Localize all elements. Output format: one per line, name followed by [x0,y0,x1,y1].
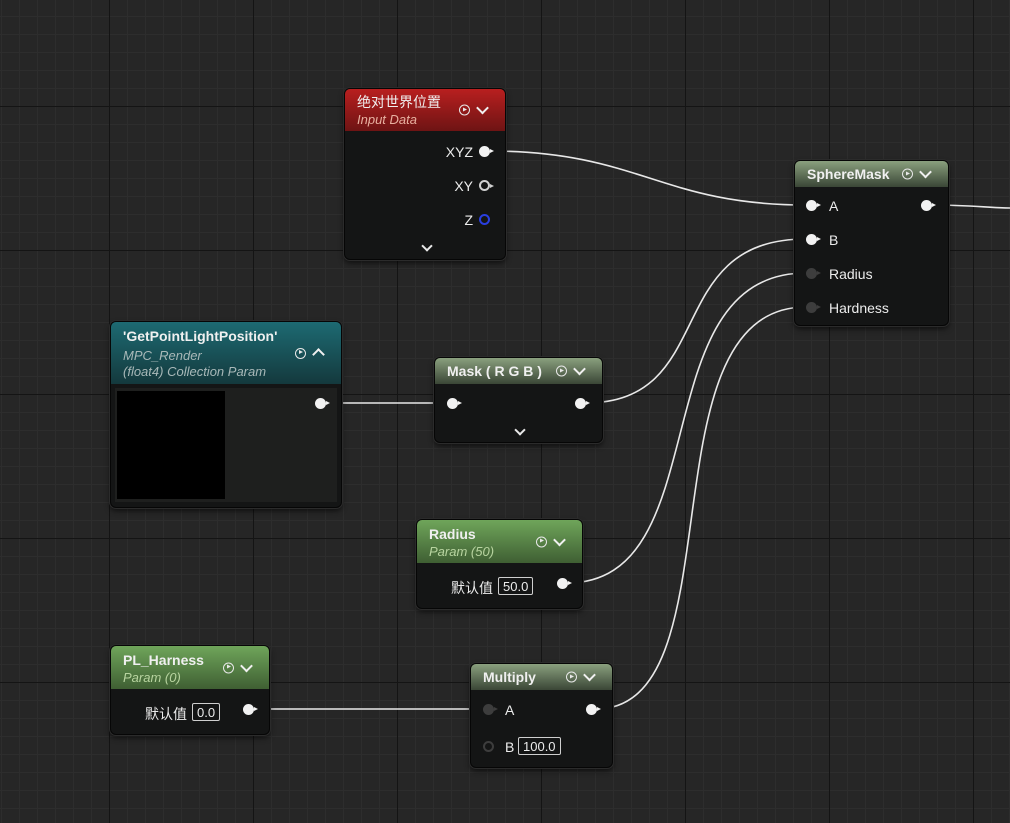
node-header[interactable]: Multiply [471,664,612,690]
b-value-input[interactable]: 100.0 [518,737,561,755]
collection-param-node[interactable]: 'GetPointLightPosition' MPC_Render (floa… [110,321,342,508]
default-value-label: 默认值 [451,580,493,596]
output-pin-xyz[interactable] [479,146,494,157]
input-label-radius: Radius [829,266,873,282]
play-circle-icon[interactable] [902,168,913,180]
spheremask-node[interactable]: SphereMask A B Radius Hardness [794,160,949,326]
wire-xyz-to-spheremask-a [487,150,807,206]
output-pin[interactable] [575,398,590,409]
input-label-a: A [829,198,839,214]
output-pin-z[interactable] [479,214,490,225]
play-circle-icon[interactable] [295,347,306,359]
output-label-xyz: XYZ [445,144,473,160]
node-title: 'GetPointLightPosition' [123,328,278,344]
output-label-z: Z [464,212,473,228]
input-pin[interactable] [447,398,462,409]
chevron-down-icon[interactable] [583,668,596,682]
play-circle-icon[interactable] [556,365,567,377]
input-pin-hardness[interactable] [806,302,821,313]
input-pin-radius[interactable] [806,268,821,279]
output-pin[interactable] [243,704,258,715]
chevron-down-icon[interactable] [919,165,932,179]
node-title: Mask ( R G B ) [447,363,542,379]
chevron-down-icon[interactable] [240,659,253,672]
pl-harness-param-node[interactable]: PL_Harness Param (0) 默认值 0.0 [110,645,270,735]
output-label-xy: XY [454,178,473,194]
node-header[interactable]: PL_Harness Param (0) [111,646,269,689]
input-pin-b[interactable] [483,741,494,752]
wire-multiply-to-spheremask-hardness [595,306,807,710]
node-title: SphereMask [807,166,890,182]
input-pin-a[interactable] [483,704,498,715]
node-subtitle: Input Data [357,112,417,127]
node-subtitle-collection: MPC_Render [123,348,202,363]
absolute-world-position-node[interactable]: 绝对世界位置 Input Data XYZ XY Z [344,88,506,260]
preview-thumbnail [117,391,225,499]
node-subtitle-type: (float4) Collection Param [123,364,267,379]
expand-chevron-icon[interactable] [421,240,433,252]
node-title: 绝对世界位置 [357,94,441,110]
radius-param-node[interactable]: Radius Param (50) 默认值 50.0 [416,519,583,609]
output-pin[interactable] [586,704,601,715]
input-pin-b[interactable] [806,234,821,245]
node-header[interactable]: 'GetPointLightPosition' MPC_Render (floa… [111,322,341,384]
node-header[interactable]: SphereMask [795,161,948,187]
mask-node[interactable]: Mask ( R G B ) [434,357,603,443]
chevron-down-icon[interactable] [553,533,566,546]
node-title: Radius [429,526,476,542]
input-label-a: A [505,702,515,718]
node-header[interactable]: Mask ( R G B ) [435,358,602,384]
play-circle-icon[interactable] [566,671,577,683]
input-pin-a[interactable] [806,200,821,211]
output-pin[interactable] [921,200,936,211]
input-label-b: B [505,739,515,755]
node-header[interactable]: 绝对世界位置 Input Data [345,89,505,131]
output-pin[interactable] [315,398,330,409]
expand-chevron-icon[interactable] [514,424,526,436]
node-title: PL_Harness [123,652,204,668]
input-label-b: B [829,232,839,248]
node-header[interactable]: Radius Param (50) [417,520,582,563]
chevron-down-icon[interactable] [573,362,586,376]
play-circle-icon[interactable] [223,662,234,673]
output-pin-xy[interactable] [479,180,494,191]
chevron-up-icon[interactable] [312,348,325,361]
play-circle-icon[interactable] [536,536,547,547]
default-value-input[interactable]: 0.0 [192,703,221,721]
default-value-input[interactable]: 50.0 [498,577,534,595]
node-subtitle: Param (50) [429,544,495,559]
output-pin[interactable] [557,578,572,589]
default-value-label: 默认值 [145,706,187,722]
wire-mask-to-spheremask-b [584,238,807,404]
input-label-hardness: Hardness [829,300,889,316]
node-subtitle: Param (0) [123,670,181,685]
play-circle-icon[interactable] [459,104,470,116]
multiply-node[interactable]: Multiply A B 100.0 [470,663,613,768]
chevron-down-icon[interactable] [476,101,489,115]
node-title: Multiply [483,669,536,685]
